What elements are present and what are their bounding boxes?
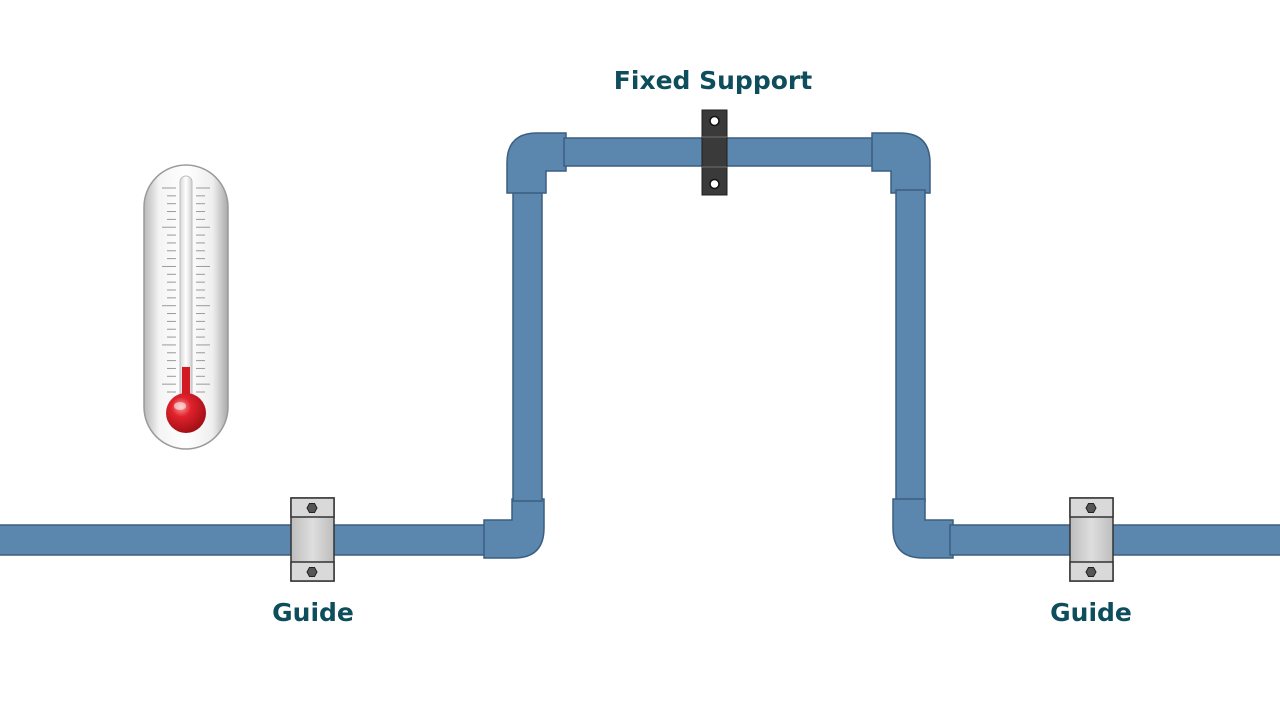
thermometer-icon <box>143 164 229 450</box>
thermometer-scale <box>162 187 210 393</box>
pipe-right-horizontal <box>949 524 1280 556</box>
bolt-icon <box>709 178 720 190</box>
hex-nut-icon <box>1085 503 1097 513</box>
guide-right <box>1069 497 1114 582</box>
hex-nut-icon <box>1085 567 1097 577</box>
pipe-elbow-top-right <box>871 132 931 194</box>
guide-left-label: Guide <box>272 598 354 627</box>
fixed-support-label: Fixed Support <box>613 66 813 95</box>
fixed-support <box>701 109 728 196</box>
hex-nut-icon <box>306 503 318 513</box>
pipe-system <box>0 132 1280 559</box>
pipe-elbow-bottom-left <box>483 498 545 559</box>
bolt-icon <box>709 115 720 127</box>
pipe-left-horizontal <box>0 524 488 556</box>
guide-left <box>290 497 335 582</box>
thermometer-mercury <box>182 366 190 408</box>
pipe-right-riser <box>895 189 926 502</box>
pipe-left-riser <box>512 189 543 502</box>
pipe-elbow-top-left <box>506 132 567 194</box>
hex-nut-icon <box>306 567 318 577</box>
thermometer-bulb <box>166 393 206 433</box>
guide-right-label: Guide <box>1050 598 1132 627</box>
pipe-elbow-bottom-right <box>892 498 954 559</box>
